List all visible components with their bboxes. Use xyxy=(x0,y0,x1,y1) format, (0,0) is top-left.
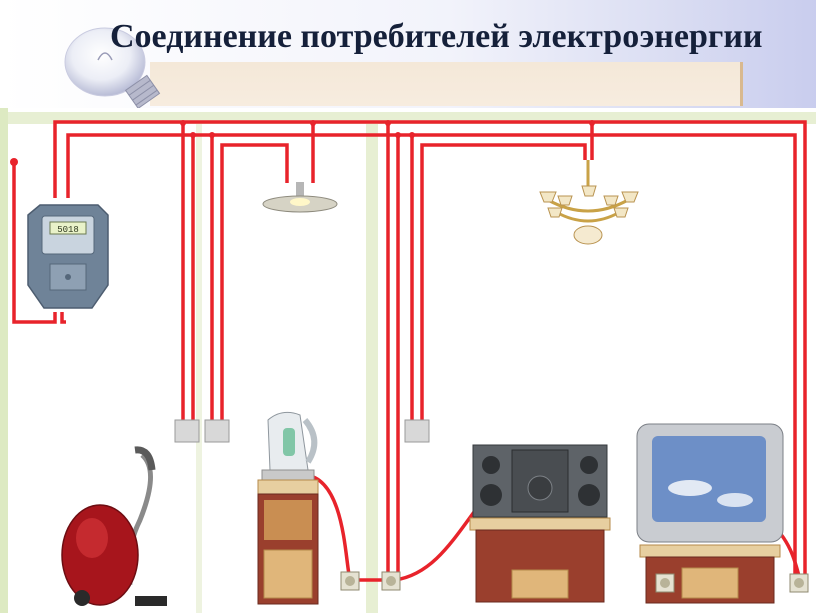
page-title: Соединение потребителей электроэнергии xyxy=(110,18,763,55)
bus-line-1 xyxy=(53,120,807,588)
switch xyxy=(404,419,430,443)
switch xyxy=(204,419,230,443)
ceiling-lamp xyxy=(262,182,338,213)
chandelier xyxy=(539,160,639,245)
music-stand xyxy=(469,517,611,603)
wall-column-middle xyxy=(366,124,378,613)
bulb-icon xyxy=(64,27,161,108)
socket xyxy=(789,573,809,593)
meter-input-wire xyxy=(12,162,57,324)
switch xyxy=(174,419,200,443)
electric-meter: 5018 xyxy=(27,204,109,309)
tv xyxy=(636,423,784,543)
socket xyxy=(381,571,401,591)
title-underbar xyxy=(150,62,743,106)
meter-input-wire-2 xyxy=(60,312,66,324)
wire-junctions xyxy=(180,120,595,138)
bus-line-2 xyxy=(66,133,797,588)
input-terminal xyxy=(10,158,18,166)
wiring xyxy=(12,120,807,588)
socket xyxy=(655,573,675,593)
socket xyxy=(340,571,360,591)
electric-kettle xyxy=(261,411,318,481)
wiring-diagram: 5018 xyxy=(0,108,816,613)
wire-switch3-chandelier xyxy=(420,143,587,420)
meter-display: 5018 xyxy=(57,225,79,235)
music-cord xyxy=(394,510,476,582)
kettle-stand xyxy=(257,479,319,605)
wall-column-thin xyxy=(196,124,202,613)
wire-switch2-lamp xyxy=(220,143,289,420)
music-center xyxy=(472,444,608,518)
vacuum-cleaner xyxy=(61,446,167,606)
tv-stand xyxy=(639,544,781,604)
wall-column-left xyxy=(0,108,8,613)
